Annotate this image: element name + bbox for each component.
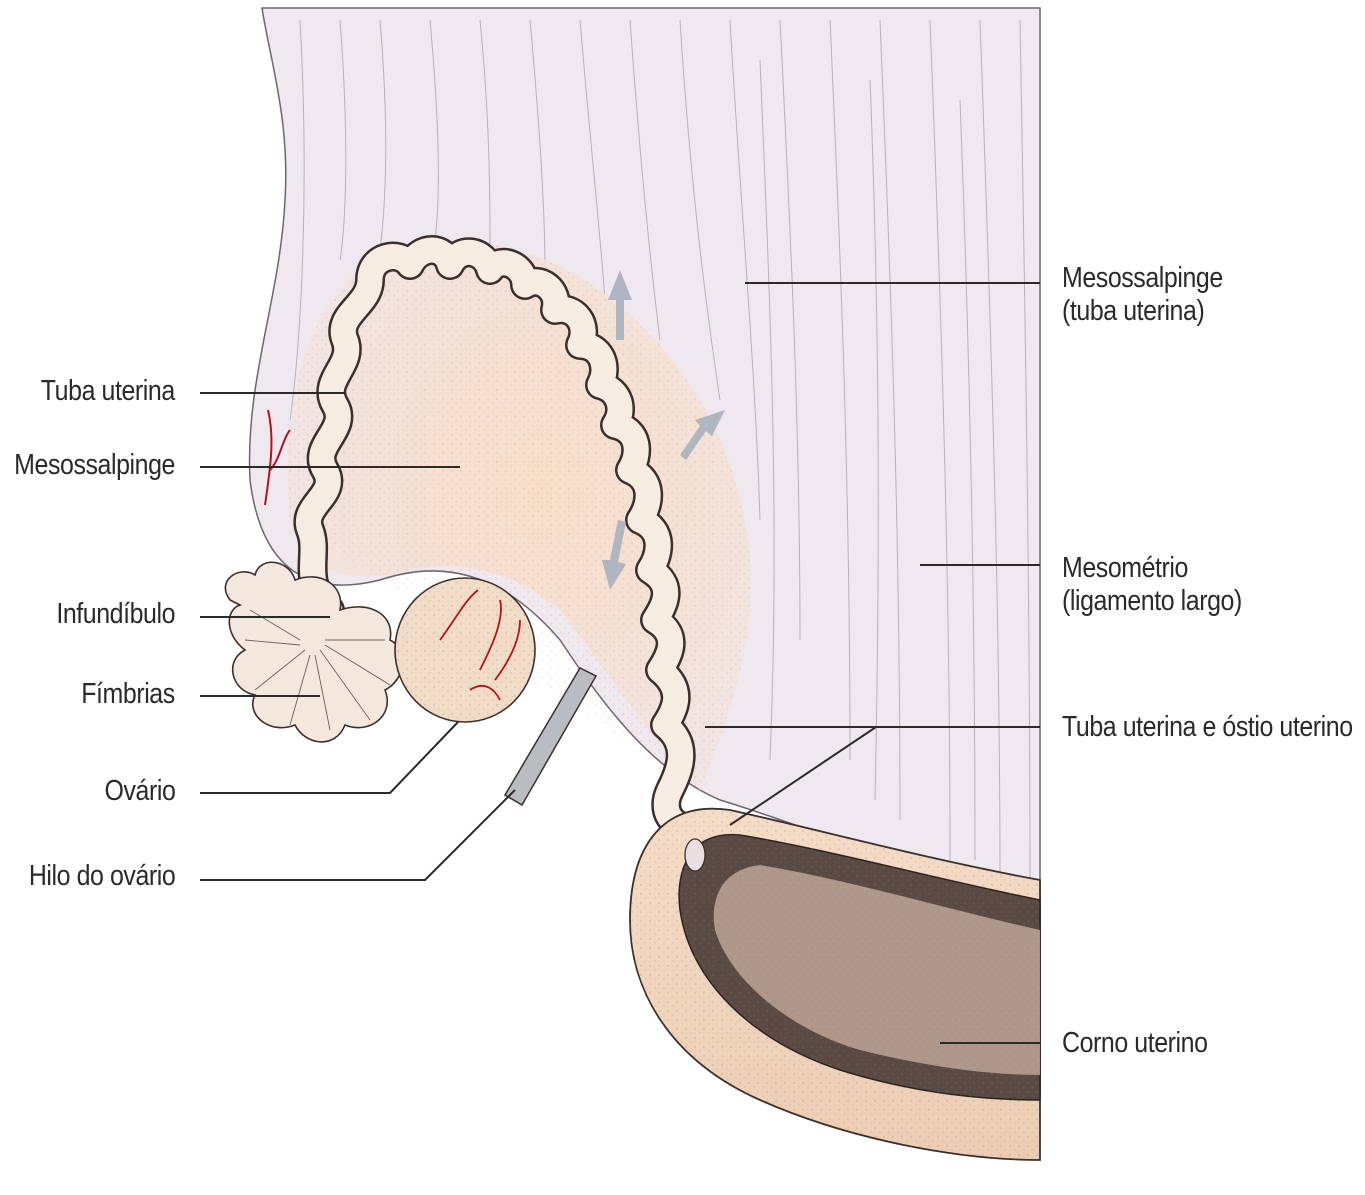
label-mesometrio: Mesométrio (ligamento largo): [1062, 552, 1242, 618]
label-mesossalpinge-tuba: Mesossalpinge (tuba uterina): [1062, 262, 1223, 328]
label-mesometrio-line2: (ligamento largo): [1062, 585, 1242, 618]
label-mesossalpinge-line2: (tuba uterina): [1062, 295, 1223, 328]
uterine-ostium: [685, 839, 705, 871]
label-infundibulo: Infundíbulo: [56, 597, 175, 631]
label-tuba-ostio: Tuba uterina e óstio uterino: [1062, 710, 1353, 744]
label-mesossalpinge-line1: Mesossalpinge: [1062, 262, 1223, 295]
label-mesometrio-line1: Mesométrio: [1062, 552, 1242, 585]
label-hilo-do-ovario: Hilo do ovário: [29, 859, 175, 893]
label-ovario: Ovário: [104, 774, 175, 808]
label-fimbrias: Fímbrias: [81, 677, 175, 711]
label-tuba-uterina: Tuba uterina: [41, 374, 175, 408]
label-mesossalpinge: Mesossalpinge: [14, 448, 175, 482]
fimbriae: [225, 562, 402, 742]
label-corno-uterino: Corno uterino: [1062, 1026, 1208, 1060]
